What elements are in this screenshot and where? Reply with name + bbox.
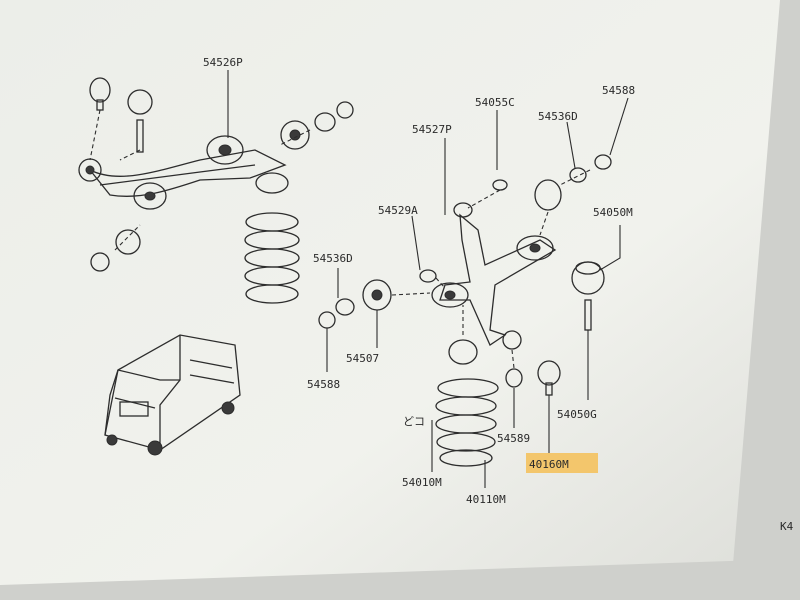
label-54536D-top: 54536D (538, 110, 578, 123)
label-54536D-left: 54536D (313, 252, 353, 265)
label-40160M: 40160M (529, 458, 569, 471)
front-lower-arm-assembly (411, 97, 629, 350)
rear-upper-arm-assembly (78, 70, 354, 272)
label-54527P: 54527P (412, 123, 452, 136)
right-mount-stack (571, 225, 621, 400)
label-54050M: 54050M (593, 206, 633, 219)
label-54050G: 54050G (557, 408, 597, 421)
van-illustration (104, 334, 241, 456)
part-highlight (526, 453, 598, 473)
label-54588-left: 54588 (307, 378, 340, 391)
upper-coil-spring (244, 212, 300, 304)
label-54526P: 54526P (203, 56, 243, 69)
screen-bezel-bottom (0, 560, 800, 600)
label-note: どコ (403, 415, 425, 428)
screen-bezel-right (730, 0, 800, 600)
lower-coil-spring (431, 305, 499, 488)
label-54010M: 54010M (402, 476, 442, 489)
label-54589: 54589 (497, 432, 530, 445)
center-left-bushing-stack (318, 268, 431, 372)
label-54588-top: 54588 (602, 84, 635, 97)
lower-ball-joint-parts (505, 349, 561, 455)
label-54507: 54507 (346, 352, 379, 365)
label-40110M: 40110M (466, 493, 506, 506)
label-54529A: 54529A (378, 204, 418, 217)
label-54055C: 54055C (475, 96, 515, 109)
label-corner: K4 (780, 520, 794, 533)
